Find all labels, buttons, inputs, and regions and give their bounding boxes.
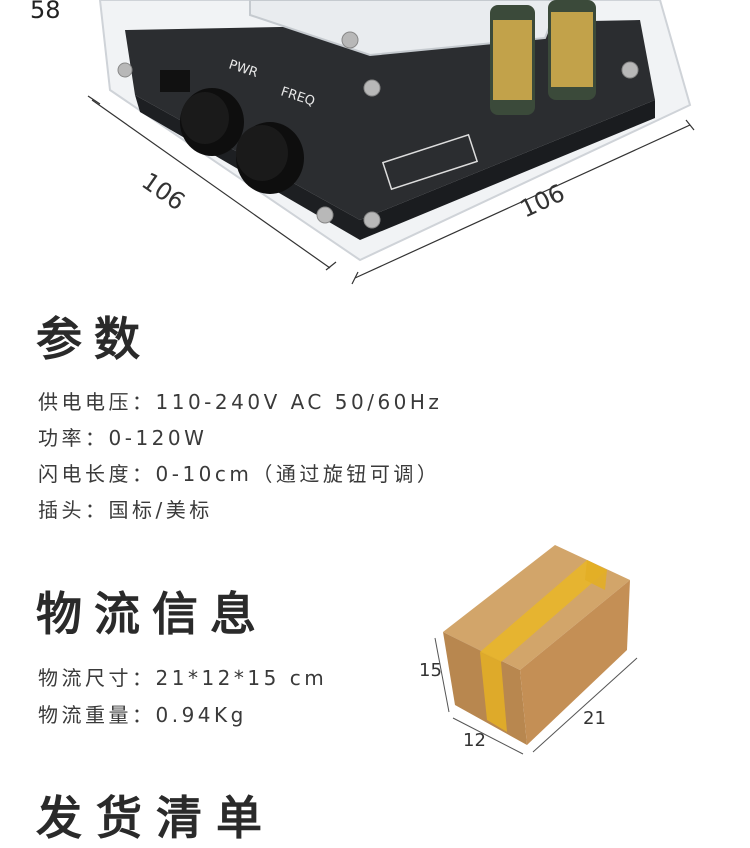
- product-photo: PWR FREQ 106 106: [0, 0, 750, 300]
- params-title: 参数: [36, 312, 152, 366]
- box-depth-label: 12: [463, 730, 486, 751]
- shipping-list-title: 发货清单: [36, 791, 276, 845]
- box-width-label: 21: [583, 708, 606, 729]
- cardboard-box-icon: [434, 545, 638, 755]
- spec-plug: 插头：国标/美标: [38, 498, 213, 522]
- spec-voltage: 供电电压：110-240V AC 50/60Hz: [38, 390, 443, 414]
- box-height-label: 15: [419, 660, 442, 681]
- logistics-title: 物流信息: [36, 587, 268, 641]
- spec-power: 功率：0-120W: [38, 426, 208, 450]
- shipping-box-illustration: 15 12 21: [415, 540, 645, 760]
- logistics-size: 物流尺寸：21*12*15 cm: [38, 666, 328, 690]
- spec-arc-length: 闪电长度：0-10cm（通过旋钮可调）: [38, 462, 441, 486]
- height-dimension-label: 58: [30, 0, 61, 24]
- logistics-weight: 物流重量：0.94Kg: [38, 703, 247, 727]
